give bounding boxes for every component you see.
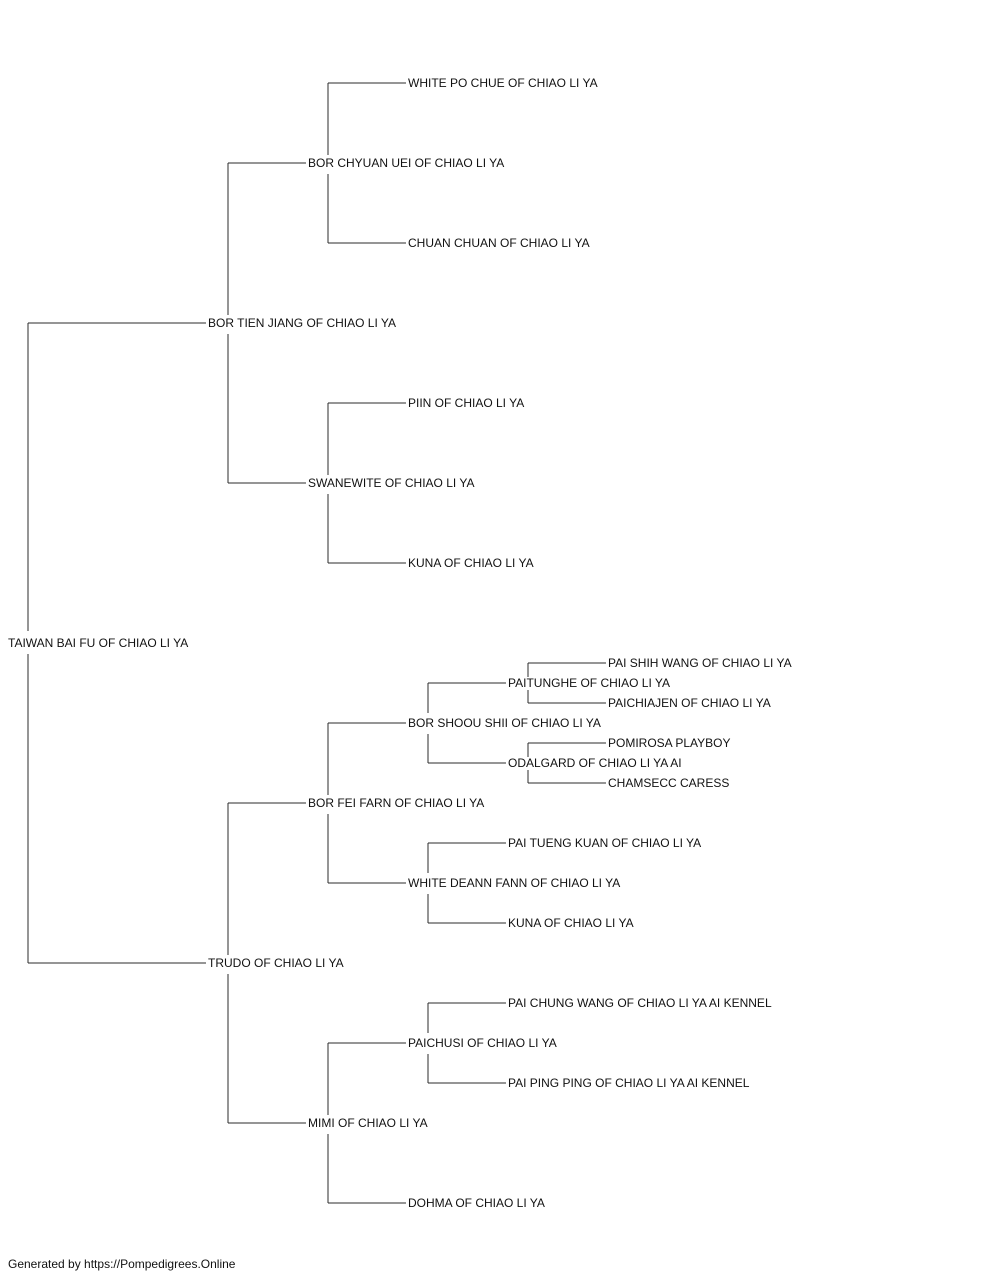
dog-name-subject: TAIWAN BAI FU OF CHIAO LI YA xyxy=(8,636,188,650)
dog-name-gen3-sds: PIIN OF CHIAO LI YA xyxy=(408,396,524,410)
dog-name-gen5-dssds: POMIROSA PLAYBOY xyxy=(608,736,730,750)
dog-name-gen4-dssd: ODALGARD OF CHIAO LI YA AI xyxy=(508,756,682,770)
dog-name-gen3-ddd: DOHMA OF CHIAO LI YA xyxy=(408,1196,545,1210)
dog-name-gen3-dds: PAICHUSI OF CHIAO LI YA xyxy=(408,1036,557,1050)
footer-credit: Generated by https://Pompedigrees.Online xyxy=(8,1257,236,1271)
dog-name-gen4-dsds: PAI TUENG KUAN OF CHIAO LI YA xyxy=(508,836,701,850)
dog-name-gen3-dss: BOR SHOOU SHII OF CHIAO LI YA xyxy=(408,716,601,730)
dog-name-gen4-dsss: PAITUNGHE OF CHIAO LI YA xyxy=(508,676,670,690)
dog-name-gen1-s: BOR TIEN JIANG OF CHIAO LI YA xyxy=(208,316,396,330)
dog-name-gen5-dssdd: CHAMSECC CARESS xyxy=(608,776,729,790)
dog-name-gen3-sss: WHITE PO CHUE OF CHIAO LI YA xyxy=(408,76,598,90)
dog-name-gen5-dssss: PAI SHIH WANG OF CHIAO LI YA xyxy=(608,656,792,670)
dog-name-gen3-dsd: WHITE DEANN FANN OF CHIAO LI YA xyxy=(408,876,620,890)
dog-name-gen1-d: TRUDO OF CHIAO LI YA xyxy=(208,956,344,970)
dog-name-gen4-dsdd: KUNA OF CHIAO LI YA xyxy=(508,916,634,930)
dog-name-gen2-ds: BOR FEI FARN OF CHIAO LI YA xyxy=(308,796,484,810)
dog-name-gen3-sdd: KUNA OF CHIAO LI YA xyxy=(408,556,534,570)
dog-name-gen2-ss: BOR CHYUAN UEI OF CHIAO LI YA xyxy=(308,156,504,170)
dog-name-gen3-ssd: CHUAN CHUAN OF CHIAO LI YA xyxy=(408,236,590,250)
dog-name-gen5-dsssd: PAICHIAJEN OF CHIAO LI YA xyxy=(608,696,771,710)
dog-name-gen4-ddsd: PAI PING PING OF CHIAO LI YA AI KENNEL xyxy=(508,1076,750,1090)
dog-name-gen2-sd: SWANEWITE OF CHIAO LI YA xyxy=(308,476,474,490)
dog-name-gen2-dd: MIMI OF CHIAO LI YA xyxy=(308,1116,428,1130)
dog-name-gen4-ddss: PAI CHUNG WANG OF CHIAO LI YA AI KENNEL xyxy=(508,996,772,1010)
